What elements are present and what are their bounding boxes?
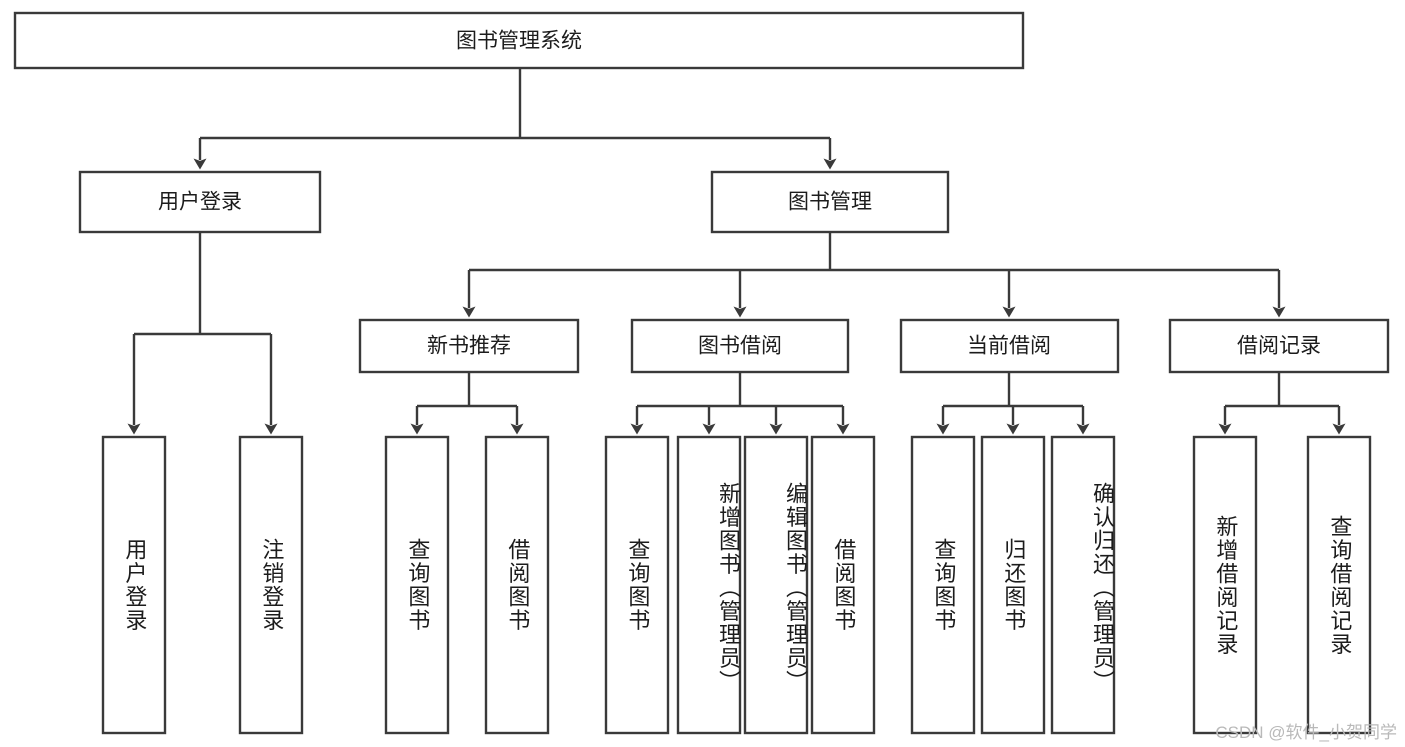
node-box-bb-query-book[interactable] xyxy=(604,435,670,735)
node-box-current-borrow[interactable] xyxy=(899,318,1120,374)
node-box-bb-borrow-book[interactable] xyxy=(810,435,876,735)
node-book-borrow[interactable]: 图书借阅 xyxy=(630,318,850,374)
node-box-user-login-do[interactable] xyxy=(101,435,167,735)
node-box-new-book-recommend[interactable] xyxy=(358,318,580,374)
node-root[interactable]: 图书管理系统 xyxy=(13,11,1025,70)
node-borrow-record[interactable]: 借阅记录 xyxy=(1168,318,1390,374)
node-box-cb-return-book[interactable] xyxy=(980,435,1046,735)
node-label-book-manage: 图书管理 xyxy=(788,191,872,214)
node-box-user-logout[interactable] xyxy=(238,435,304,735)
node-box-borrow-record[interactable] xyxy=(1168,318,1390,374)
watermark-text: CSDN @软件_小贺同学 xyxy=(1215,723,1397,742)
node-box-bb-edit-book-admin[interactable] xyxy=(743,435,809,735)
node-box-br-query-record[interactable] xyxy=(1306,435,1372,735)
node-current-borrow[interactable]: 当前借阅 xyxy=(899,318,1120,374)
connector-group-user-login xyxy=(127,232,278,435)
node-box-book-manage[interactable] xyxy=(710,170,950,234)
connector-group-borrow-record xyxy=(1218,372,1346,435)
node-box-bb-add-book-admin[interactable] xyxy=(676,435,742,735)
node-new-book-recommend[interactable]: 新书推荐 xyxy=(358,318,580,374)
node-label-current-borrow: 当前借阅 xyxy=(967,335,1051,358)
node-book-manage[interactable]: 图书管理 xyxy=(710,170,950,234)
node-box-book-borrow[interactable] xyxy=(630,318,850,374)
node-box-cb-confirm-return-admin[interactable] xyxy=(1050,435,1116,735)
connector-group-current-borrow xyxy=(936,372,1090,435)
node-label-new-book-recommend: 新书推荐 xyxy=(427,335,511,358)
node-box-cb-query-book[interactable] xyxy=(910,435,976,735)
node-box-user-login[interactable] xyxy=(78,170,322,234)
node-box-br-add-record[interactable] xyxy=(1192,435,1258,735)
node-box-nbr-borrow-book[interactable] xyxy=(484,435,550,735)
node-label-user-login: 用户登录 xyxy=(158,191,242,214)
connector-group-new-book-recommend xyxy=(410,372,524,435)
node-label-root: 图书管理系统 xyxy=(456,30,582,53)
node-label-borrow-record: 借阅记录 xyxy=(1237,335,1321,358)
node-box-nbr-query-book[interactable] xyxy=(384,435,450,735)
connector-group-root xyxy=(193,68,837,170)
connector-group-book-borrow xyxy=(630,372,850,435)
connector-group-book-manage xyxy=(462,232,1286,318)
node-label-book-borrow: 图书借阅 xyxy=(698,335,782,358)
node-box-root[interactable] xyxy=(13,11,1025,70)
node-user-login[interactable]: 用户登录 xyxy=(78,170,322,234)
